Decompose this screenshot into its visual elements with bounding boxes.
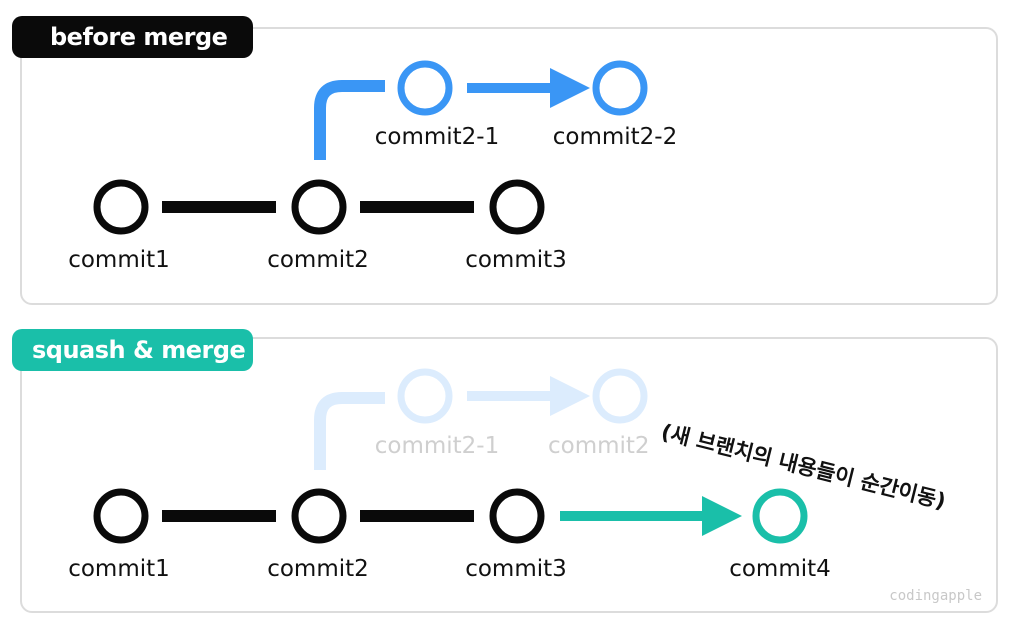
commit-node	[291, 179, 347, 235]
commit-label: commit1	[68, 247, 170, 273]
faded-branch-commit-label: commit2-1	[375, 433, 500, 459]
commit-node	[489, 488, 545, 544]
watermark: codingapple	[889, 588, 982, 604]
squash-commit-node	[752, 488, 808, 544]
commit-label: commit3	[465, 247, 567, 273]
commit-label: commit2	[267, 247, 369, 273]
squash-merge-graph: commit2-1 commit2 commit1 commit2 commit…	[68, 368, 948, 582]
before-merge-panel	[20, 27, 998, 305]
faded-branch-edge	[314, 392, 385, 470]
faded-branch-commit-label: commit2	[548, 433, 650, 459]
branch-edge-commit2-commit2-1	[314, 80, 385, 160]
commit-node	[489, 179, 545, 235]
commit-label: commit2	[267, 556, 369, 582]
before-merge-tag: before merge	[12, 16, 253, 58]
squash-merge-panel	[20, 337, 998, 613]
commit-node	[93, 179, 149, 235]
annotation-text: (새 브랜치의 내용들이 순간이동)	[659, 420, 948, 514]
before-merge-graph: commit1 commit2 commit3 commit2-1 commit…	[68, 60, 678, 273]
commit-label: commit1	[68, 556, 170, 582]
commit-node	[291, 488, 347, 544]
branch-commit-label: commit2-1	[375, 124, 500, 150]
branch-commit-node	[397, 60, 453, 116]
commit-label: commit3	[465, 556, 567, 582]
branch-commit-label: commit2-2	[553, 124, 678, 150]
branch-commit-node	[592, 60, 648, 116]
squash-commit-label: commit4	[729, 556, 831, 582]
commit-node	[93, 488, 149, 544]
faded-branch-commit-node	[397, 368, 453, 424]
faded-branch-commit-node	[592, 368, 648, 424]
squash-merge-tag: squash & merge	[12, 329, 253, 371]
